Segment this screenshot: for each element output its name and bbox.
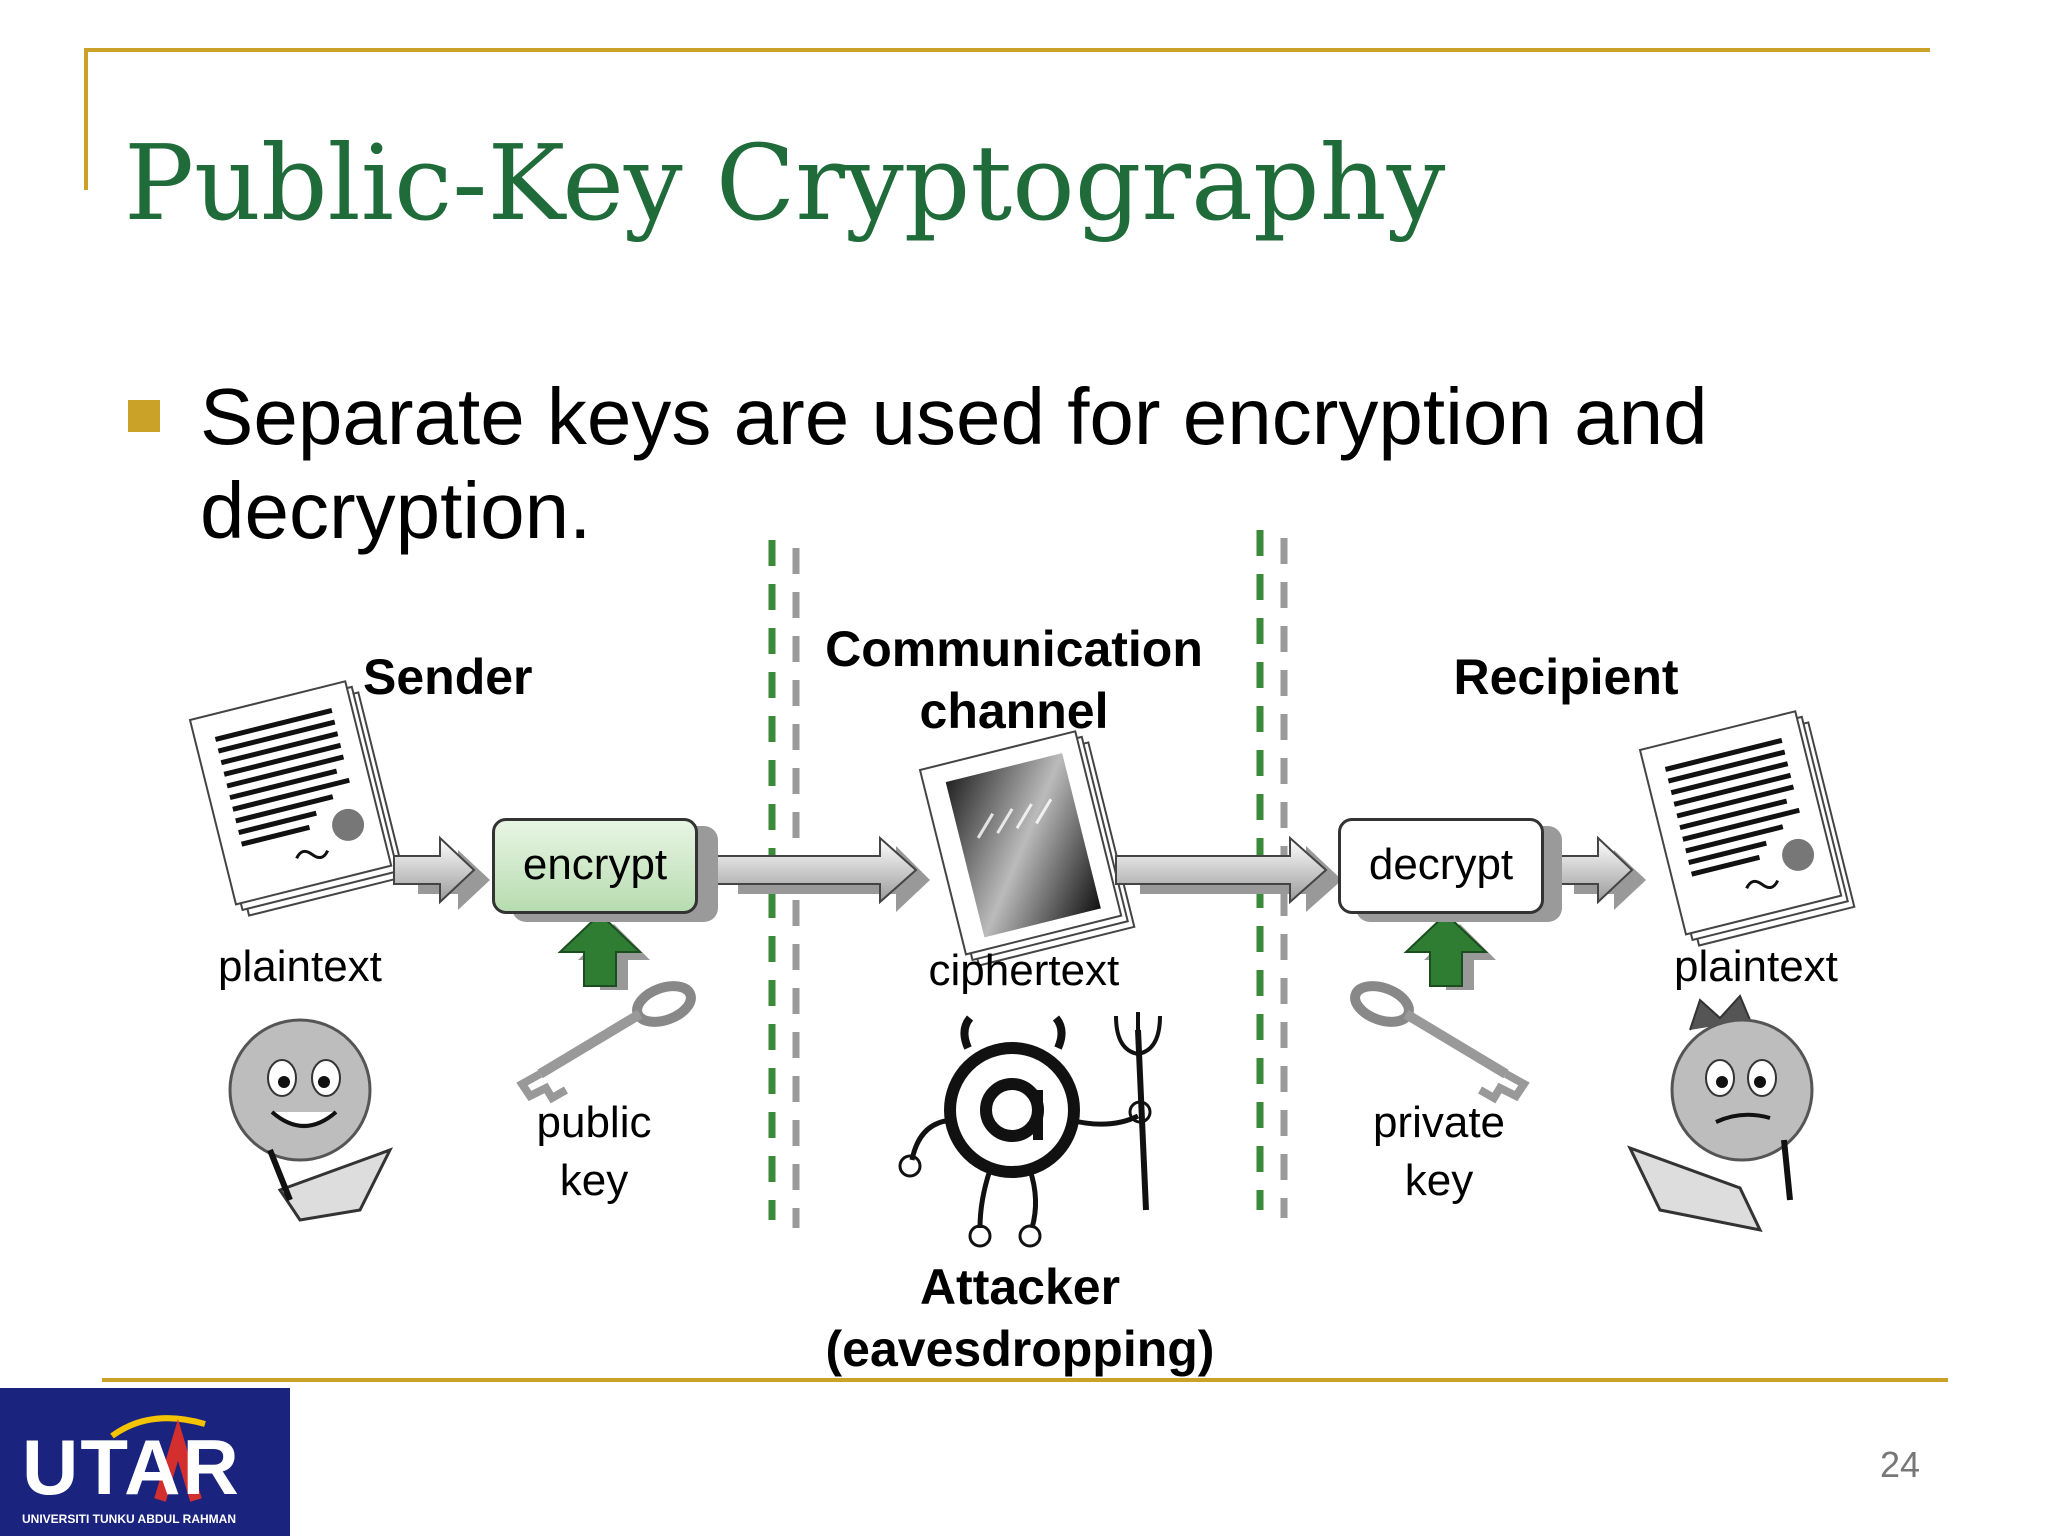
arrow-decrypt-to-plaintext [1549, 835, 1646, 910]
page-number: 24 [1880, 1444, 1921, 1485]
channel-label: Communication channel [825, 621, 1203, 739]
channel-divider-right [1256, 530, 1288, 1218]
ciphertext-document-icon [918, 730, 1136, 967]
decrypt-box: decrypt [1338, 818, 1544, 914]
recipient-avatar-icon [1627, 994, 1814, 1233]
sender-avatar-icon [228, 1018, 394, 1222]
plaintext-label-right: plaintext [1674, 942, 1838, 991]
top-border [84, 48, 1930, 52]
public-key-label: public key [536, 1098, 652, 1205]
utar-logo: UTAR UNIVERSITI TUNKU ABDUL RAHMAN [0, 1388, 290, 1536]
arrow-plaintext-to-encrypt [393, 835, 490, 910]
private-key-label: private key [1372, 1098, 1506, 1205]
arrow-encrypt-to-ciphertext [715, 835, 930, 912]
sender-label: Sender [363, 649, 533, 705]
attacker-icon [898, 1012, 1162, 1248]
logo-full-name: UNIVERSITI TUNKU ABDUL RAHMAN [22, 1512, 236, 1526]
logo-swoosh-icon [110, 1415, 206, 1502]
plaintext-label-left: plaintext [218, 942, 382, 991]
encrypt-box: encrypt [492, 818, 698, 914]
key-input-arrow-encrypt [557, 912, 650, 990]
key-input-arrow-decrypt [1403, 912, 1496, 990]
bullet-text: Separate keys are used for encryption an… [200, 372, 1708, 555]
left-border [84, 48, 88, 190]
footer-rule [102, 1378, 1948, 1382]
logo-wordmark: UTAR [22, 1423, 241, 1511]
private-key-icon [1350, 981, 1530, 1104]
slide-title: Public-Key Cryptography [124, 122, 1446, 244]
public-key-icon [516, 981, 696, 1104]
plaintext-document-icon [188, 680, 406, 917]
plaintext-document-icon [1638, 710, 1856, 947]
recipient-label: Recipient [1453, 649, 1679, 705]
ciphertext-label: ciphertext [928, 946, 1120, 995]
attacker-label: Attacker (eavesdropping) [825, 1259, 1215, 1377]
bullet-marker [128, 400, 160, 432]
arrow-ciphertext-to-decrypt [1115, 835, 1342, 912]
channel-divider-left [768, 540, 800, 1228]
